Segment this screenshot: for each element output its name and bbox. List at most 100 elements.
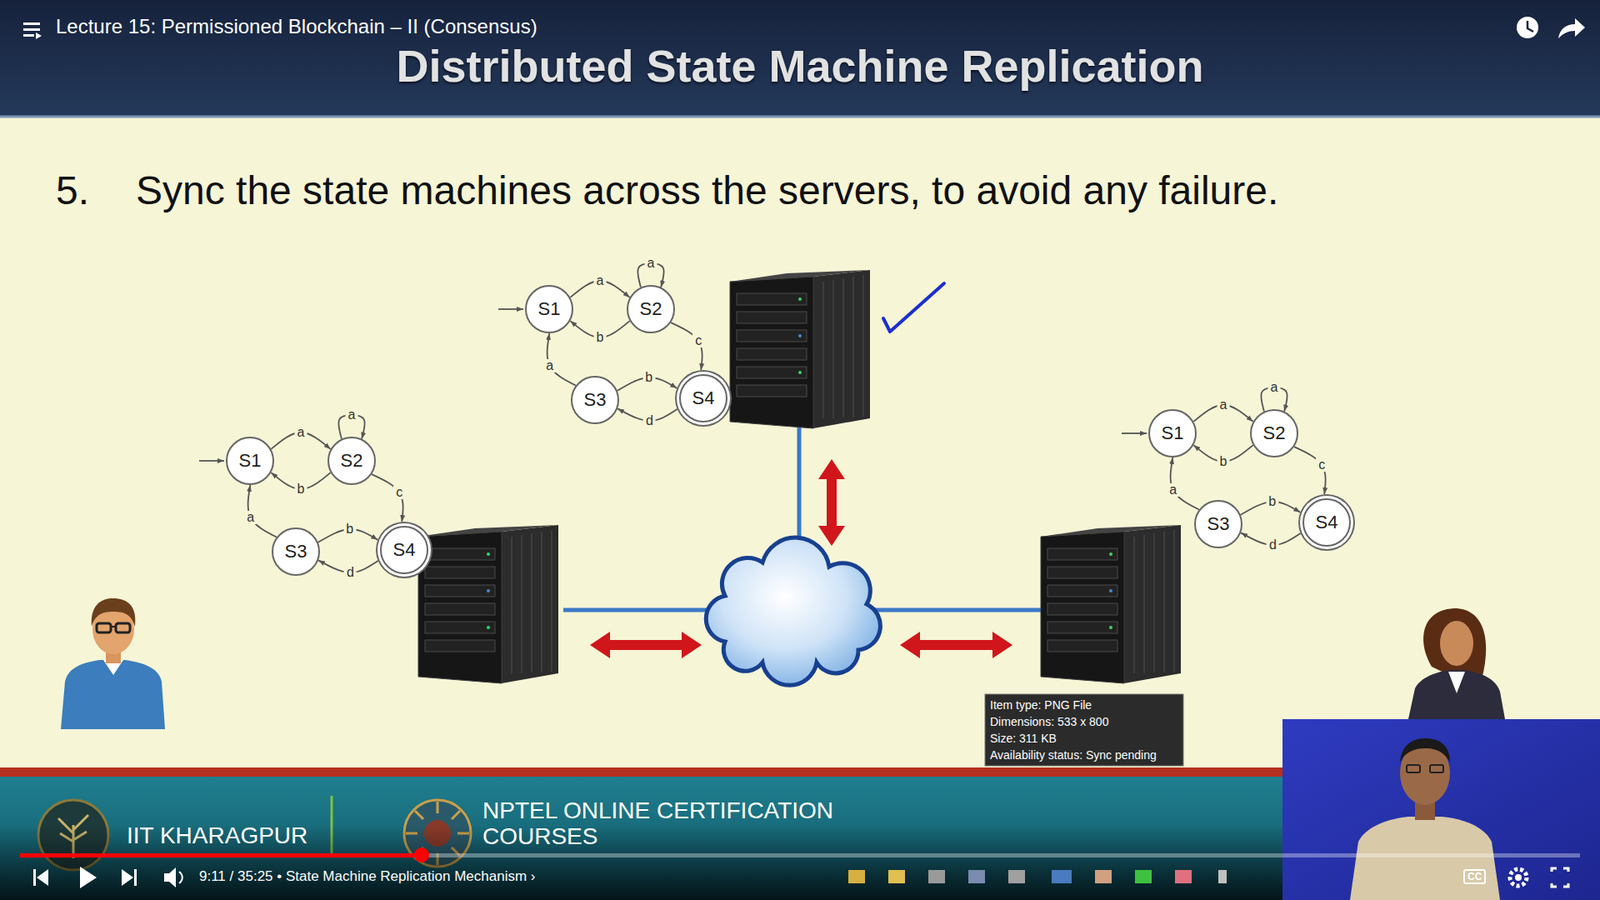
tooltip-line: Item type: PNG File	[990, 698, 1092, 713]
slide-title: Distributed State Machine Replication	[0, 43, 1600, 89]
player-button	[121, 869, 134, 886]
state-name: S1	[538, 299, 561, 320]
watch-later-icon	[1516, 16, 1539, 39]
presenter-figure	[1400, 738, 1450, 763]
progress-track	[20, 853, 1580, 858]
title-bar-edge	[0, 115, 1600, 119]
transition-label: a	[1217, 398, 1230, 412]
taskbar-icon	[848, 870, 865, 884]
player-button	[134, 869, 137, 886]
taskbar-icon	[1095, 870, 1112, 884]
player-button	[1551, 868, 1569, 887]
network-link	[866, 608, 1044, 613]
player-button	[1510, 868, 1569, 887]
transition-label: d	[643, 414, 656, 428]
taskbar-icon	[888, 870, 905, 884]
transition-label: a	[645, 256, 658, 270]
taskbar-icon	[1218, 870, 1227, 884]
transition-label: a	[244, 510, 257, 525]
transition-label: d	[344, 565, 357, 580]
user-figure	[1408, 670, 1505, 720]
state-circle: S3	[271, 527, 320, 576]
state-circle: S3	[570, 375, 620, 425]
tooltip-line: Dimensions: 533 x 800	[990, 715, 1109, 730]
taskbar-icon	[1175, 870, 1192, 884]
initial-state-arrow	[498, 308, 524, 310]
server-rack	[730, 270, 870, 429]
presenter-figure	[1406, 765, 1420, 773]
video-title: Lecture 15: Permissioned Blockchain – II…	[55, 15, 538, 40]
user-figure	[1448, 671, 1465, 694]
check-mark	[883, 283, 945, 332]
presenter-figure	[1430, 765, 1444, 773]
sync-arrow	[900, 631, 1013, 659]
initial-state-arrow	[1121, 432, 1147, 435]
transition-label: b	[1217, 455, 1230, 469]
server-rack	[418, 525, 559, 684]
sync-arrow	[818, 459, 845, 546]
transition-label: b	[343, 522, 356, 536]
tooltip-line: Size: 311 KB	[990, 731, 1057, 746]
taskbar-icon	[968, 870, 985, 884]
state-circle: S2	[626, 285, 675, 334]
presenter-figure	[1350, 816, 1500, 900]
state-circle: S4	[1302, 498, 1351, 547]
state-name: S4	[692, 388, 715, 409]
transition-label: b	[642, 370, 655, 385]
transition-label: b	[1265, 495, 1279, 509]
player-button	[36, 869, 49, 886]
state-name: S1	[1161, 423, 1185, 444]
sync-arrow	[590, 459, 1013, 659]
initial-state-arrow	[199, 460, 225, 462]
state-name: S4	[1315, 512, 1339, 533]
progress-scrubber	[414, 847, 430, 863]
state-circle: S1	[225, 436, 275, 485]
player-button	[1510, 869, 1527, 886]
menu-icon	[23, 22, 42, 40]
state-name: S4	[393, 540, 416, 560]
share-icon	[1558, 18, 1585, 39]
player-button	[33, 866, 183, 889]
presenter-video	[1282, 719, 1600, 900]
player-button	[164, 867, 176, 888]
transition-label: c	[1315, 458, 1328, 472]
user-figure	[115, 623, 130, 633]
state-name: S1	[239, 450, 262, 471]
user-figure	[96, 623, 111, 633]
institute-name: IIT KHARAGPUR	[126, 821, 308, 850]
state-name: S3	[584, 390, 607, 410]
player-button	[80, 866, 97, 889]
title-bar	[0, 0, 1600, 118]
presenter-figure	[1350, 738, 1500, 900]
player-button	[33, 869, 36, 886]
state-circle: S2	[1250, 409, 1299, 458]
progress-played	[20, 853, 422, 858]
state-circle: S1	[1148, 409, 1197, 458]
transition-label: a	[594, 274, 607, 288]
user-figure	[110, 625, 116, 628]
player-time: 9:11 / 35:25 • State Machine Replication…	[199, 868, 535, 885]
transition-label: c	[393, 485, 405, 500]
watch-later-icon	[1527, 20, 1534, 32]
transition-label: b	[594, 330, 607, 345]
network-link	[563, 608, 725, 613]
state-circle: S1	[525, 285, 574, 334]
player-button	[179, 871, 183, 884]
cloud-symbol	[705, 537, 880, 685]
state-name: S2	[640, 299, 663, 320]
transition-label: d	[1266, 538, 1280, 552]
state-name: S2	[340, 450, 364, 471]
menu-icon	[35, 32, 42, 40]
user-figure	[60, 660, 165, 730]
player-button	[1515, 874, 1522, 881]
state-name: S2	[1263, 423, 1286, 444]
taskbar-icon	[1008, 870, 1025, 884]
transition-label: a	[295, 425, 308, 440]
state-circle: S4	[380, 525, 429, 575]
state-name: S3	[1207, 514, 1230, 535]
transition-label: a	[1166, 483, 1180, 497]
user-figure	[60, 598, 165, 730]
sync-arrow	[590, 631, 702, 659]
state-circle: S4	[679, 374, 728, 423]
